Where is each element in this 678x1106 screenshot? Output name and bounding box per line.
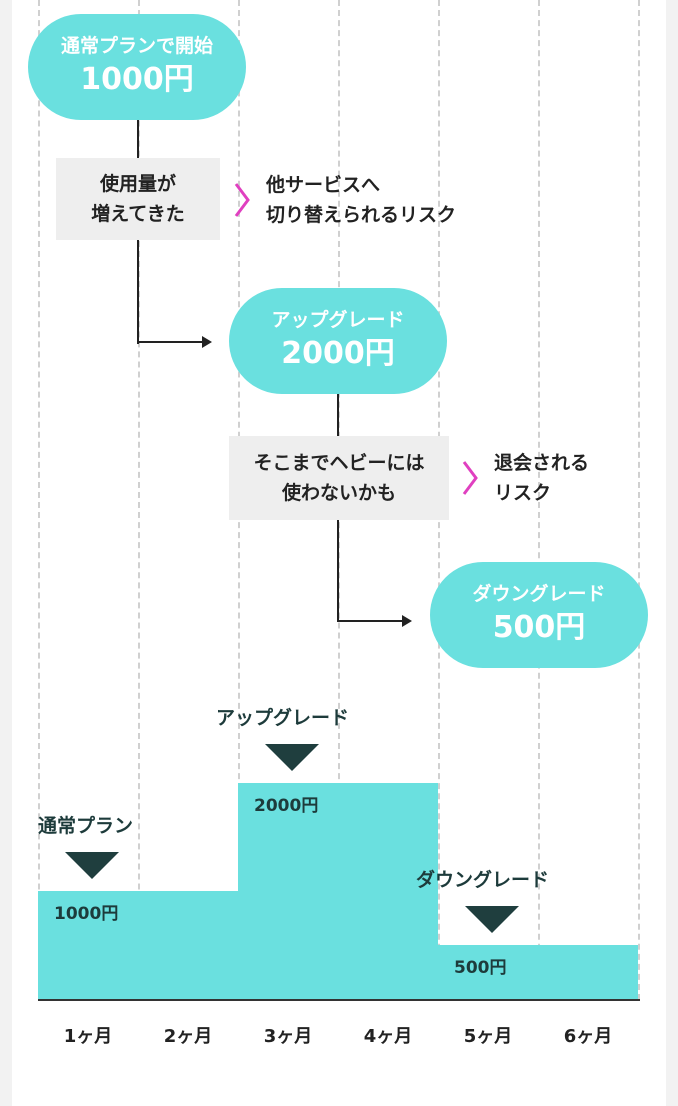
x-tick-label: 2ヶ月: [163, 1026, 213, 1047]
marker-triangle-icon: [65, 852, 119, 879]
start-plan-price: 1000円: [80, 62, 194, 97]
upgrade-label: アップグレード: [271, 309, 405, 331]
marker-triangle-icon: [265, 744, 319, 771]
value-label: 1000円: [54, 904, 119, 924]
reason-box-usage-increase: 使用量が 増えてきた: [56, 158, 220, 240]
chevron-right-icon: [234, 183, 250, 217]
grid-line: [638, 0, 640, 1000]
marker-triangle-icon: [465, 906, 519, 933]
start-plan-label: 通常プランで開始: [60, 35, 213, 57]
grid-line: [138, 0, 140, 1000]
x-tick-label: 6ヶ月: [563, 1026, 613, 1047]
upgrade-price: 2000円: [281, 336, 395, 371]
chart-bar: [438, 945, 538, 999]
risk-text-switch: 他サービスへ 切り替えられるリスク: [266, 170, 456, 230]
downgrade-label: ダウングレード: [472, 583, 606, 605]
downgrade-price: 500円: [492, 610, 586, 645]
x-axis: [38, 999, 640, 1001]
arrow-right-icon: [402, 615, 412, 627]
arrow-right-icon: [202, 336, 212, 348]
chart-bar: [538, 945, 638, 999]
upgrade-bubble: アップグレード 2000円: [229, 288, 447, 394]
reason-box-not-heavy: そこまでヘビーには 使わないかも: [229, 436, 449, 520]
risk-line: 他サービスへ: [266, 174, 381, 196]
start-plan-bubble: 通常プランで開始 1000円: [28, 14, 246, 120]
risk-line: 退会される: [494, 452, 590, 474]
event-label: 通常プラン: [38, 815, 134, 837]
grid-line: [38, 0, 40, 1000]
chart-bar: [138, 891, 238, 999]
grid-line: [538, 0, 540, 1000]
risk-text-cancel: 退会される リスク: [494, 448, 589, 508]
downgrade-bubble: ダウングレード 500円: [430, 562, 648, 668]
risk-line: 切り替えられるリスク: [266, 204, 457, 226]
x-tick-label: 4ヶ月: [363, 1026, 413, 1047]
x-tick-label: 5ヶ月: [463, 1026, 513, 1047]
risk-line: リスク: [494, 482, 552, 504]
x-tick-label: 1ヶ月: [63, 1026, 113, 1047]
value-label: 500円: [454, 958, 507, 978]
reason-line: 使用量が: [99, 173, 176, 195]
connector-line: [337, 620, 403, 622]
chart-bar: [38, 891, 138, 999]
connector-line: [137, 341, 203, 343]
chevron-right-icon: [462, 461, 478, 495]
value-label: 2000円: [254, 796, 319, 816]
event-label: ダウングレード: [416, 869, 550, 891]
chart-bar: [238, 783, 338, 999]
x-tick-label: 3ヶ月: [263, 1026, 313, 1047]
reason-line: 使わないかも: [281, 482, 396, 504]
chart-bar: [338, 783, 438, 999]
reason-line: そこまでヘビーには: [253, 452, 425, 474]
reason-line: 増えてきた: [91, 203, 185, 225]
event-label: アップグレード: [216, 707, 350, 729]
